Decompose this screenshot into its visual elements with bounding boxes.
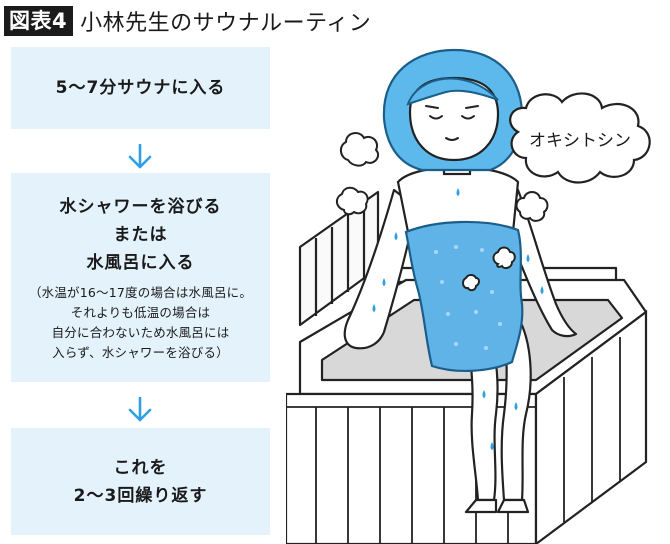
step-text: 5〜7分サウナに入る — [55, 78, 226, 98]
figure-title: 小林先生のサウナルーティン — [80, 11, 372, 36]
arms — [343, 188, 578, 350]
down-arrow-icon — [128, 397, 152, 422]
sweat-drops — [372, 188, 544, 450]
step-text: 水シャワーを浴びる — [59, 196, 222, 217]
step-box-cooling: 水シャワーを浴びる または 水風呂に入る （水温が16〜17度の場合は水風呂に。… — [11, 173, 270, 382]
step-box-sauna: 5〜7分サウナに入る — [11, 47, 270, 129]
note-line: 入らず、水シャワーを浴びる） — [52, 344, 229, 360]
face-features — [425, 105, 479, 141]
speech-cloud — [509, 92, 651, 184]
note-line: 自分に合わないため水風呂には — [51, 324, 230, 340]
note-line: （水温が16〜17度の場合は水風呂に。 — [28, 284, 253, 300]
steam-puffs — [336, 132, 549, 292]
figure-header: 図表4 小林先生のサウナルーティン — [4, 4, 371, 38]
speech-text: オキシトシン — [529, 131, 631, 151]
step-text: 2〜3回繰り返す — [73, 485, 208, 506]
step-text: または — [113, 224, 168, 245]
bench-planks — [286, 337, 621, 544]
note-line: それよりも低温の場合は — [70, 304, 211, 320]
step-text: これを — [113, 457, 168, 478]
down-arrow-icon — [128, 144, 152, 169]
step-note: （水温が16〜17度の場合は水風呂に。 それよりも低温の場合は 自分に合わないた… — [29, 283, 252, 363]
step-box-repeat: これを 2〜3回繰り返す — [11, 428, 270, 535]
bangs — [406, 77, 499, 106]
figure-badge: 図表4 — [4, 6, 74, 36]
step-text: 水風呂に入る — [86, 252, 195, 273]
sauna-woman-illustration: オキシトシン — [286, 48, 651, 544]
